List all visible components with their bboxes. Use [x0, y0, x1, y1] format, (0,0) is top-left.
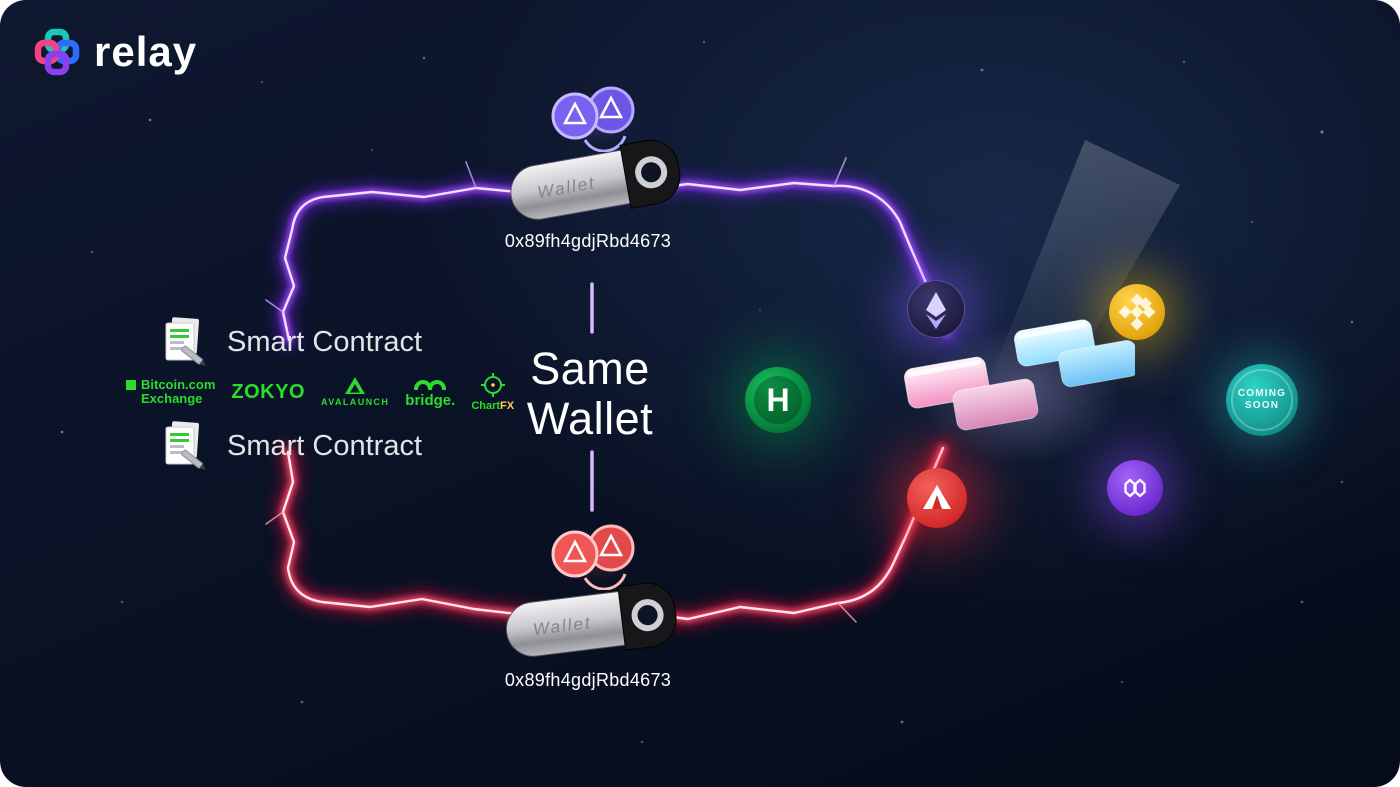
ethereum-icon: [907, 280, 965, 338]
smart-contract-row-top: Smart Contract: [163, 316, 422, 368]
relay-logo-pink-s: [903, 356, 1039, 431]
bnb-chain-icon: [1109, 284, 1165, 340]
huobi-heco-icon: H: [745, 367, 811, 433]
partner-avalaunch: AVALAUNCH: [321, 377, 389, 407]
avalanche-glyph: [923, 485, 951, 509]
wallet-address-bottom: 0x89fh4gdjRbd4673: [504, 670, 672, 690]
polygon-glyph: [1124, 478, 1146, 498]
bitcoin-com-line1: Bitcoin.com: [141, 376, 216, 392]
partner-zokyo: ZOKYO: [231, 381, 305, 404]
bridge-arches-icon: [414, 379, 447, 390]
avalanche-icon: [907, 468, 967, 528]
chartfx-target-icon: [480, 373, 505, 397]
coming-soon-badge: COMING SOON: [1226, 364, 1298, 436]
wallet-device-top: Wallet: [503, 131, 689, 232]
chartfx-label: ChartFX: [471, 400, 514, 412]
coin-stack-red: [551, 524, 635, 590]
chartfx-part1: Chart: [471, 400, 501, 412]
relay-3d-logo: [903, 319, 1135, 431]
document-icon: [165, 421, 206, 470]
document-icon: [165, 317, 206, 366]
same-wallet-text: Same Wallet: [470, 343, 710, 445]
coming-soon-line2: SOON: [1244, 400, 1280, 411]
partner-logos: Bitcoin.com Exchange ZOKYO AVALAUNCH bri…: [126, 372, 514, 412]
ethereum-glyph: [926, 292, 946, 329]
coming-soon-line1: COMING: [1237, 387, 1287, 399]
same-wallet-line2: Wallet: [526, 393, 654, 445]
heco-glyph: H: [754, 376, 802, 424]
relay-logo-blue-s: [1013, 319, 1135, 388]
smart-contract-label-top: Smart Contract: [227, 325, 422, 358]
partner-bridge: bridge.: [405, 376, 455, 409]
wallet-address-top: 0x89fh4gdjRbd4673: [504, 231, 672, 251]
wallet-device-bottom: Wallet: [500, 576, 683, 669]
partner-bitcoin-com-exchange: Bitcoin.com Exchange: [126, 376, 216, 406]
relay-logo-icon: [34, 28, 80, 76]
avalaunch-triangle-icon: [345, 377, 366, 394]
same-wallet-line1: Same: [530, 343, 650, 394]
smart-contract-row-bottom: Smart Contract: [163, 420, 422, 472]
coming-soon-text: COMING SOON: [1238, 388, 1286, 413]
usb-wallet-illustration: Wallet: [505, 582, 677, 657]
usb-wallet-illustration: Wallet: [510, 139, 681, 220]
smart-contract-label-bottom: Smart Contract: [227, 429, 422, 462]
polygon-icon: [1107, 460, 1163, 516]
bridge-label: bridge.: [405, 391, 456, 409]
partner-chartfx: ChartFX: [471, 372, 514, 412]
coin-stack-purple: [551, 86, 635, 152]
bitcoin-com-square-icon: [126, 379, 136, 390]
avalaunch-label: AVALAUNCH: [321, 397, 390, 407]
brand: relay: [34, 28, 197, 76]
bnb-glyph: [1118, 293, 1156, 331]
heco-letter: H: [766, 382, 789, 418]
coming-soon-ring: [1231, 369, 1293, 431]
bitcoin-com-line2: Exchange: [141, 391, 203, 406]
chartfx-part2: FX: [500, 400, 515, 412]
stars: [60, 40, 1354, 744]
zokyo-label: ZOKYO: [231, 380, 306, 403]
brand-name: relay: [94, 28, 198, 75]
